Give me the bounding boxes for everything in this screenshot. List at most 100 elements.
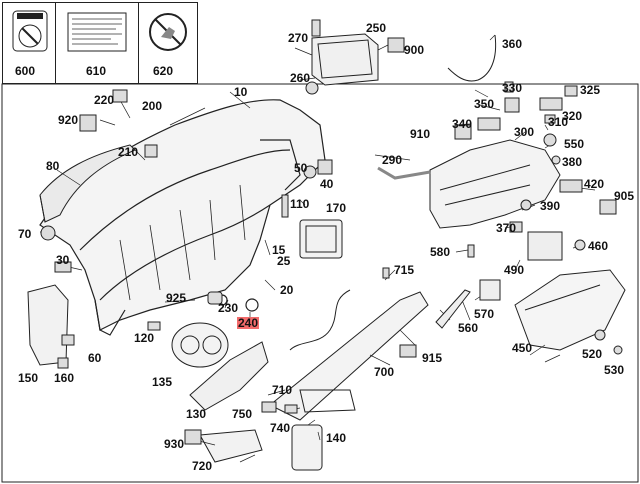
label-box-600-id: 600: [15, 64, 36, 78]
part-905-shape: [599, 199, 617, 215]
label-box-620-id: 620: [153, 64, 174, 78]
callout-370: 370: [496, 221, 517, 235]
callout-380: 380: [562, 155, 583, 169]
part-140-shape: [291, 424, 323, 471]
airbag-250-shape: [311, 33, 379, 86]
harness-710-shape: [289, 289, 351, 351]
cluster-135-shape: [171, 322, 229, 368]
vent-170-shape: [299, 219, 343, 259]
diagram-frame: [1, 83, 639, 483]
part-30-shape: [54, 261, 72, 273]
part-120-shape: [147, 321, 161, 331]
part-160-shape: [57, 357, 69, 369]
no-child-seat-label-icon: [149, 13, 187, 51]
callout-270: 270: [288, 31, 309, 45]
tube-290-shape: [377, 166, 431, 180]
part-740-shape: [284, 404, 298, 414]
part-910-shape: [454, 124, 472, 140]
part-380-shape: [551, 155, 561, 165]
console-trim-700-shape: [269, 291, 429, 421]
callout-420: 420: [584, 177, 605, 191]
callout-520: 520: [582, 347, 603, 361]
callout-715: 715: [394, 263, 415, 277]
part-930-shape: [184, 429, 202, 445]
trim-130-shape: [189, 341, 269, 411]
part-460-shape: [574, 239, 586, 251]
callout-720: 720: [192, 459, 213, 473]
callout-560: 560: [458, 321, 479, 335]
callout-260: 260: [290, 71, 311, 85]
housing-300-shape: [429, 139, 561, 229]
label-box-610-id: 610: [86, 64, 107, 78]
part-330-shape: [504, 81, 514, 93]
part-210-shape: [144, 144, 158, 158]
callout-550: 550: [564, 137, 585, 151]
callout-330: 330: [502, 81, 523, 95]
part-320-shape: [539, 97, 563, 111]
label-box-610: 610: [55, 2, 139, 84]
callout-750: 750: [232, 407, 253, 421]
callout-140: 140: [326, 431, 347, 445]
callout-390: 390: [540, 199, 561, 213]
callout-210: 210: [118, 145, 139, 159]
callout-240: 240: [237, 316, 260, 330]
part-310-shape: [544, 114, 556, 124]
side-panel-150-shape: [27, 284, 69, 366]
callout-30: 30: [56, 253, 70, 267]
label-box-600: 600: [2, 2, 56, 84]
part-490-shape: [527, 231, 563, 261]
callout-460: 460: [588, 239, 609, 253]
callout-250: 250: [366, 21, 387, 35]
callout-135: 135: [152, 375, 173, 389]
part-570-shape: [479, 279, 501, 301]
part-915-shape: [399, 344, 417, 358]
part-325-shape: [564, 85, 578, 97]
glovebox-450-shape: [514, 269, 626, 351]
part-390-shape: [520, 199, 532, 211]
callout-570: 570: [474, 307, 495, 321]
callout-360: 360: [502, 37, 523, 51]
harness-360-shape: [447, 34, 497, 82]
airbag-warning-label-icon: [12, 10, 48, 52]
part-40-shape: [317, 159, 333, 175]
callout-50: 50: [294, 161, 308, 175]
part-925-shape: [207, 291, 223, 305]
part-340-shape: [477, 117, 501, 131]
callout-10: 10: [234, 85, 248, 99]
callout-930: 930: [164, 437, 185, 451]
part-110-shape: [281, 194, 289, 218]
callout-340: 340: [452, 117, 473, 131]
callout-80: 80: [46, 159, 60, 173]
callout-325: 325: [580, 83, 601, 97]
callout-905: 905: [614, 189, 635, 203]
part-220-shape: [112, 89, 128, 103]
callout-310: 310: [548, 115, 569, 129]
cover-80-shape: [39, 144, 136, 223]
callout-490: 490: [504, 263, 525, 277]
callout-40: 40: [320, 177, 334, 191]
callout-60: 60: [88, 351, 102, 365]
part-530-shape: [613, 345, 623, 355]
callout-920: 920: [58, 113, 79, 127]
callout-450: 450: [512, 341, 533, 355]
part-270-shape: [311, 19, 321, 37]
panel-720-shape: [199, 429, 263, 463]
part-580-shape: [467, 244, 475, 258]
part-370-shape: [509, 221, 523, 233]
callout-70: 70: [18, 227, 32, 241]
callout-120: 120: [134, 331, 155, 345]
callout-170: 170: [326, 201, 347, 215]
callout-110: 110: [290, 197, 310, 211]
part-560-shape: [435, 289, 471, 329]
info-label-icon: [67, 12, 127, 52]
callout-710: 710: [272, 383, 293, 397]
callout-230: 230: [218, 301, 239, 315]
part-550-shape: [543, 133, 557, 147]
callout-25: 25: [277, 254, 291, 268]
callout-915: 915: [422, 351, 443, 365]
part-750-shape: [261, 401, 277, 413]
part-520-shape: [594, 329, 606, 341]
callout-200: 200: [142, 99, 163, 113]
callout-580: 580: [430, 245, 451, 259]
callout-160: 160: [54, 371, 75, 385]
